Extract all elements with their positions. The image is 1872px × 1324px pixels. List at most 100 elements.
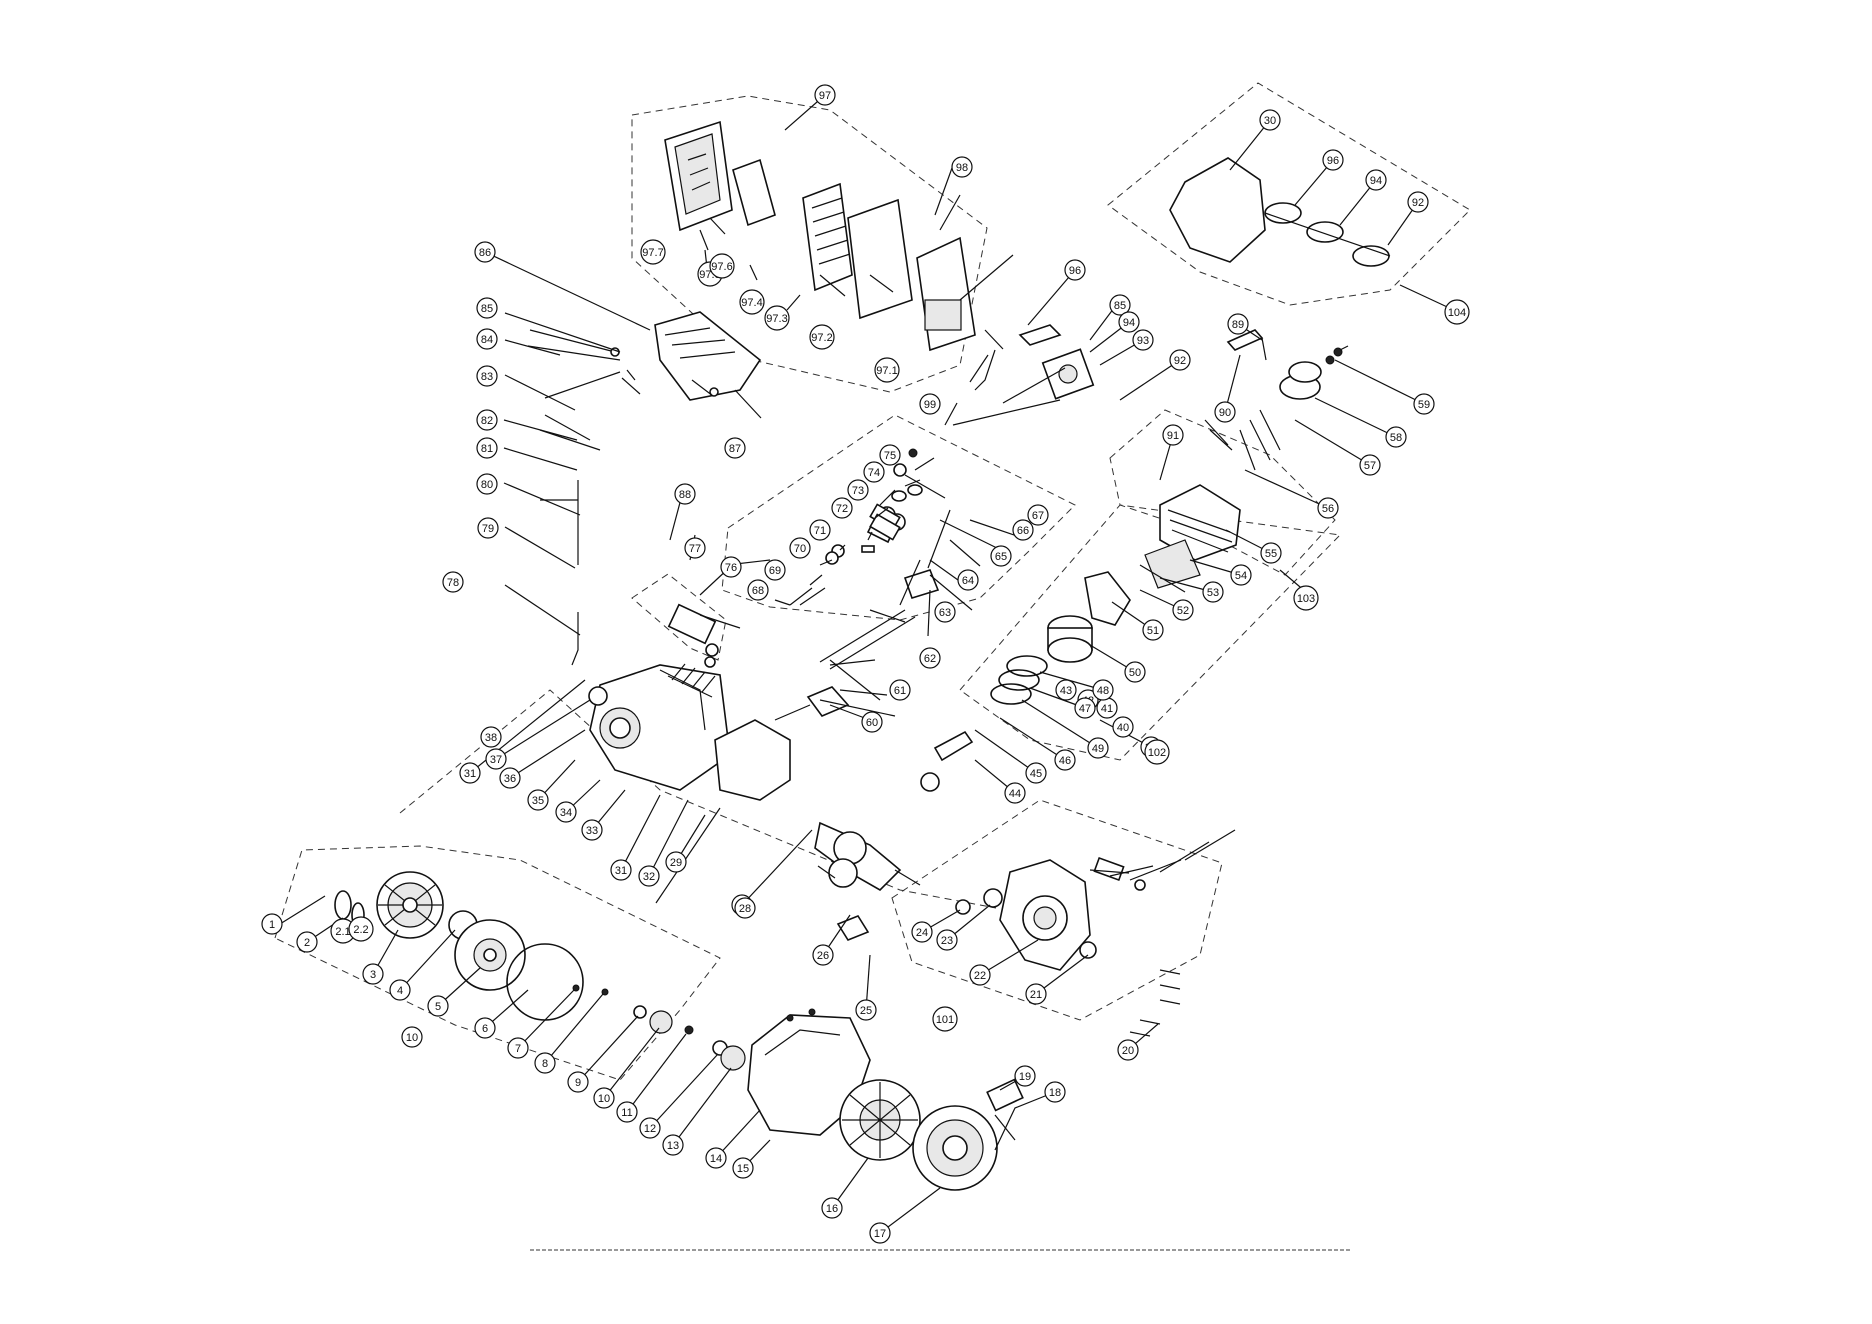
callout-circle xyxy=(1012,519,1034,541)
callout-circle xyxy=(879,444,901,466)
callout-c75: 75 xyxy=(879,444,901,466)
callout-label: 51 xyxy=(1147,625,1159,637)
callout-c13: 13 xyxy=(662,1134,684,1156)
callout-circle xyxy=(476,297,498,319)
callout-circle xyxy=(1004,782,1026,804)
callout-label: 36 xyxy=(504,773,516,785)
callout-label: 19 xyxy=(1019,1071,1031,1083)
callout-c66: 66 xyxy=(1012,519,1034,541)
callout-label: 70 xyxy=(794,543,806,555)
crankcase-cover xyxy=(999,859,1091,971)
callout-c70: 70 xyxy=(789,537,811,559)
callout-c97_2: 97.2 xyxy=(809,324,835,350)
callout-circle xyxy=(1365,169,1387,191)
callout-label: 59 xyxy=(1418,399,1430,411)
air-filter-frame xyxy=(802,182,853,292)
callout-circle xyxy=(476,473,498,495)
callout-c85: 85 xyxy=(476,297,498,319)
callout-c80: 80 xyxy=(476,473,498,495)
callout-label: 69 xyxy=(769,565,781,577)
callout-c86: 86 xyxy=(474,241,496,263)
cylinder-gasket xyxy=(1169,157,1266,263)
callout-circle xyxy=(1055,679,1077,701)
callout-circle xyxy=(507,1037,529,1059)
callout-circle xyxy=(1014,1065,1036,1087)
callout-circle xyxy=(1142,619,1164,641)
callout-c92b: 92 xyxy=(1407,191,1429,213)
muffler-bracket xyxy=(1226,329,1267,361)
callout-circle xyxy=(1117,1039,1139,1061)
callout-circle xyxy=(1118,311,1140,333)
recoil-starter xyxy=(376,871,444,939)
callout-c59: 59 xyxy=(1413,393,1435,415)
callout-label: 83 xyxy=(481,371,493,383)
callout-circle xyxy=(476,328,498,350)
callout-c25: 25 xyxy=(855,999,877,1021)
callout-c33: 33 xyxy=(581,819,603,841)
callout-c22: 22 xyxy=(969,964,991,986)
callout-label: 28 xyxy=(739,903,751,915)
callout-label: 65 xyxy=(995,551,1007,563)
callout-c87: 87 xyxy=(724,437,746,459)
callout-label: 20 xyxy=(1122,1045,1134,1057)
bearing-small xyxy=(955,899,971,915)
callout-circle xyxy=(705,1147,727,1169)
callout-c31: 31 xyxy=(610,859,632,881)
callout-label: 16 xyxy=(826,1203,838,1215)
callout-label: 104 xyxy=(1448,307,1466,319)
callout-circle xyxy=(1112,716,1134,738)
callout-label: 54 xyxy=(1235,570,1247,582)
callout-c9: 9 xyxy=(567,1071,589,1093)
callout-c88: 88 xyxy=(674,483,696,505)
callout-label: 44 xyxy=(1009,788,1021,800)
exhaust-gaskets xyxy=(1264,202,1391,267)
callout-circle xyxy=(1074,697,1096,719)
callout-c31b: 31 xyxy=(459,762,481,784)
callout-label: 6 xyxy=(482,1023,488,1035)
callout-c21: 21 xyxy=(1025,983,1047,1005)
callout-c15: 15 xyxy=(732,1157,754,1179)
callout-c83: 83 xyxy=(476,365,498,387)
callout-circle xyxy=(534,1052,556,1074)
callout-c24: 24 xyxy=(911,921,933,943)
callout-c68: 68 xyxy=(747,579,769,601)
callout-c82: 82 xyxy=(476,409,498,431)
callout-c72: 72 xyxy=(831,497,853,519)
crankshaft-group-outline xyxy=(399,689,997,909)
callout-circle xyxy=(1169,349,1191,371)
callout-label: 48 xyxy=(1097,685,1109,697)
callout-label: 92 xyxy=(1412,197,1424,209)
callout-label: 97.3 xyxy=(766,313,787,325)
callout-c54: 54 xyxy=(1230,564,1252,586)
carburetor xyxy=(1041,348,1095,400)
callout-circle xyxy=(874,357,900,383)
callout-c85b: 85 xyxy=(1109,294,1131,316)
callout-label: 90 xyxy=(1219,407,1231,419)
valve-train-group-outline xyxy=(721,414,1076,621)
callout-label: 96 xyxy=(1069,265,1081,277)
callout-label: 31 xyxy=(464,768,476,780)
callout-label: 40 xyxy=(1117,722,1129,734)
callout-circle xyxy=(969,964,991,986)
callout-c53: 53 xyxy=(1202,581,1224,603)
callout-circle xyxy=(932,1006,958,1032)
callout-c64: 64 xyxy=(957,569,979,591)
callout-label: 61 xyxy=(894,685,906,697)
callout-circle xyxy=(638,865,660,887)
muffler-flange xyxy=(1288,361,1322,383)
callout-label: 82 xyxy=(481,415,493,427)
muffler-bolts xyxy=(1204,345,1349,471)
callout-circle xyxy=(814,84,836,106)
callout-circle xyxy=(401,1026,423,1048)
callout-c97_4: 97.4 xyxy=(739,289,765,315)
callout-c97_6: 97.6 xyxy=(709,253,735,279)
callout-c61: 61 xyxy=(889,679,911,701)
callout-circle xyxy=(499,767,521,789)
callout-label: 68 xyxy=(752,585,764,597)
callout-circle xyxy=(1444,299,1470,325)
callout-label: 66 xyxy=(1017,525,1029,537)
callout-c94: 94 xyxy=(1118,311,1140,333)
callout-circle xyxy=(934,601,956,623)
callout-label: 23 xyxy=(941,935,953,947)
callout-label: 50 xyxy=(1129,667,1141,679)
